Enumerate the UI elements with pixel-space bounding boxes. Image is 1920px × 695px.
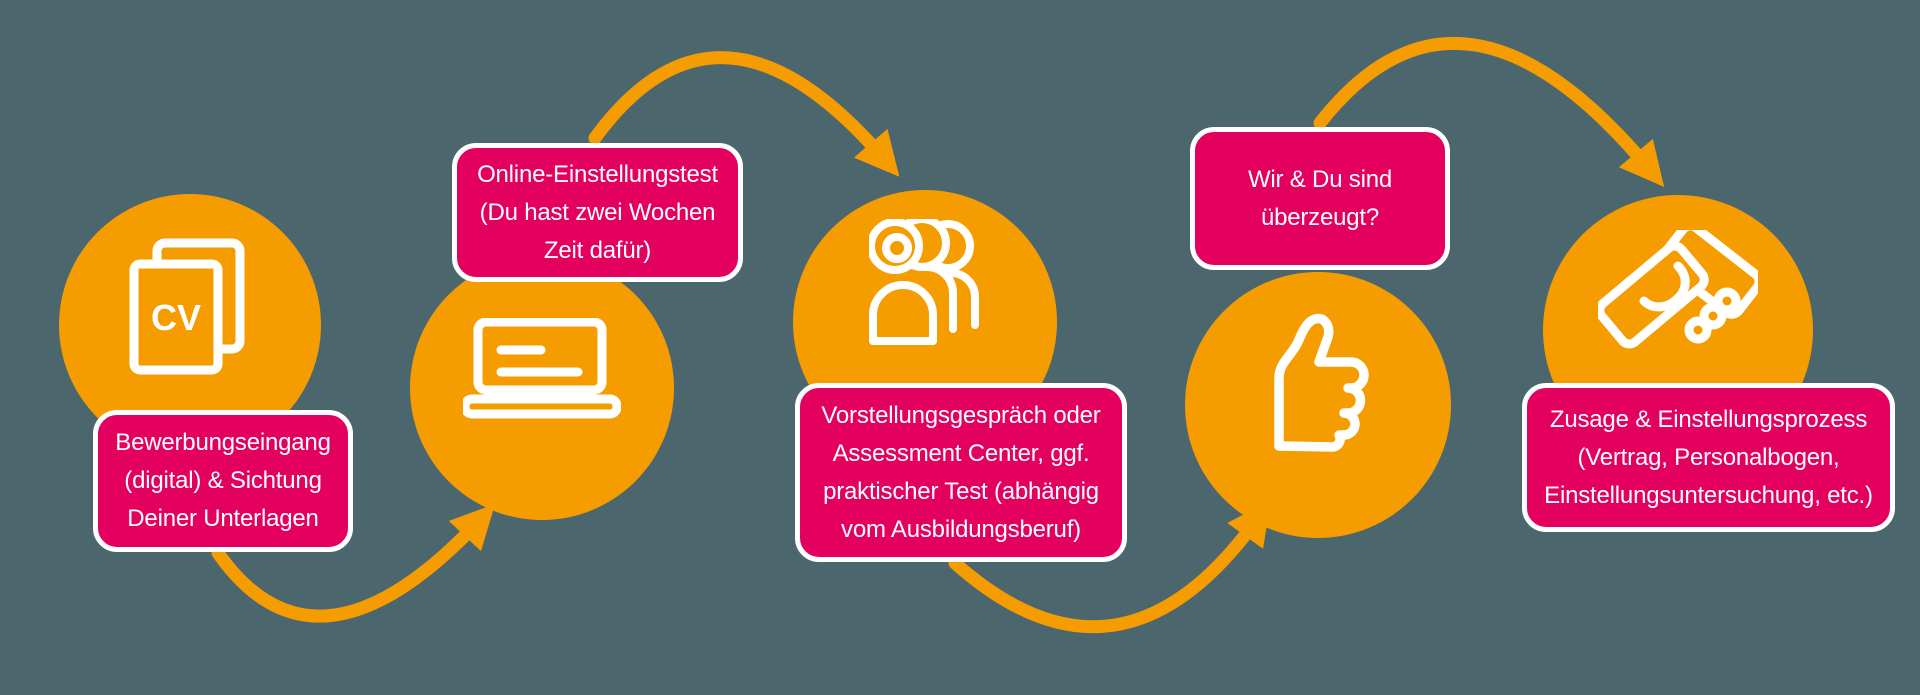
flow-arrow-2	[588, 51, 900, 177]
step-1-label: Bewerbungseingang (digital) & Sichtung D…	[93, 410, 353, 552]
label-line: Wir & Du sind	[1247, 165, 1393, 193]
step-2-label: Online-Einstellungstest (Du hast zwei Wo…	[452, 143, 743, 282]
people-group-icon	[869, 219, 980, 345]
label-line: überzeugt?	[1260, 203, 1380, 231]
cv-icon-text: CV	[151, 297, 201, 338]
step-2-circle	[410, 256, 674, 520]
step-3-label: Vorstellungsgespräch oder Assessment Cen…	[795, 383, 1127, 562]
label-line: Zusage & Einstellungsprozess	[1549, 405, 1868, 433]
label-line: Vorstellungsgespräch oder	[821, 401, 1101, 429]
label-line: Einstellungsuntersuchung, etc.)	[1544, 481, 1873, 509]
label-line: (Vertrag, Personalbogen,	[1577, 443, 1840, 471]
handshake-icon	[1598, 230, 1758, 349]
flow-arrow-3	[948, 500, 1271, 634]
label-line: Assessment Center, ggf.	[832, 439, 1090, 467]
label-line: praktischer Test (abhängig	[823, 477, 1099, 505]
label-line: vom Ausbildungsberuf)	[841, 515, 1081, 543]
laptop-icon	[463, 317, 621, 418]
step-4-circle	[1185, 272, 1451, 538]
label-line: Online-Einstellungstest	[477, 160, 718, 188]
label-line: Zeit dafür)	[543, 236, 652, 264]
flow-arrow-4	[1313, 36, 1665, 187]
thumbs-up-icon	[1274, 313, 1369, 452]
step-5-label: Zusage & Einstellungsprozess (Vertrag, P…	[1522, 383, 1895, 532]
label-line: (digital) & Sichtung	[124, 467, 322, 494]
cv-document-icon: CV	[129, 238, 245, 375]
label-line: Bewerbungseingang	[115, 429, 331, 456]
flow-arrow-1	[211, 503, 496, 623]
step-4-label: Wir & Du sind überzeugt?	[1190, 127, 1450, 270]
label-line: Deiner Unterlagen	[127, 505, 319, 532]
step-1-circle: CV	[59, 194, 321, 456]
label-line: (Du hast zwei Wochen	[479, 198, 716, 226]
